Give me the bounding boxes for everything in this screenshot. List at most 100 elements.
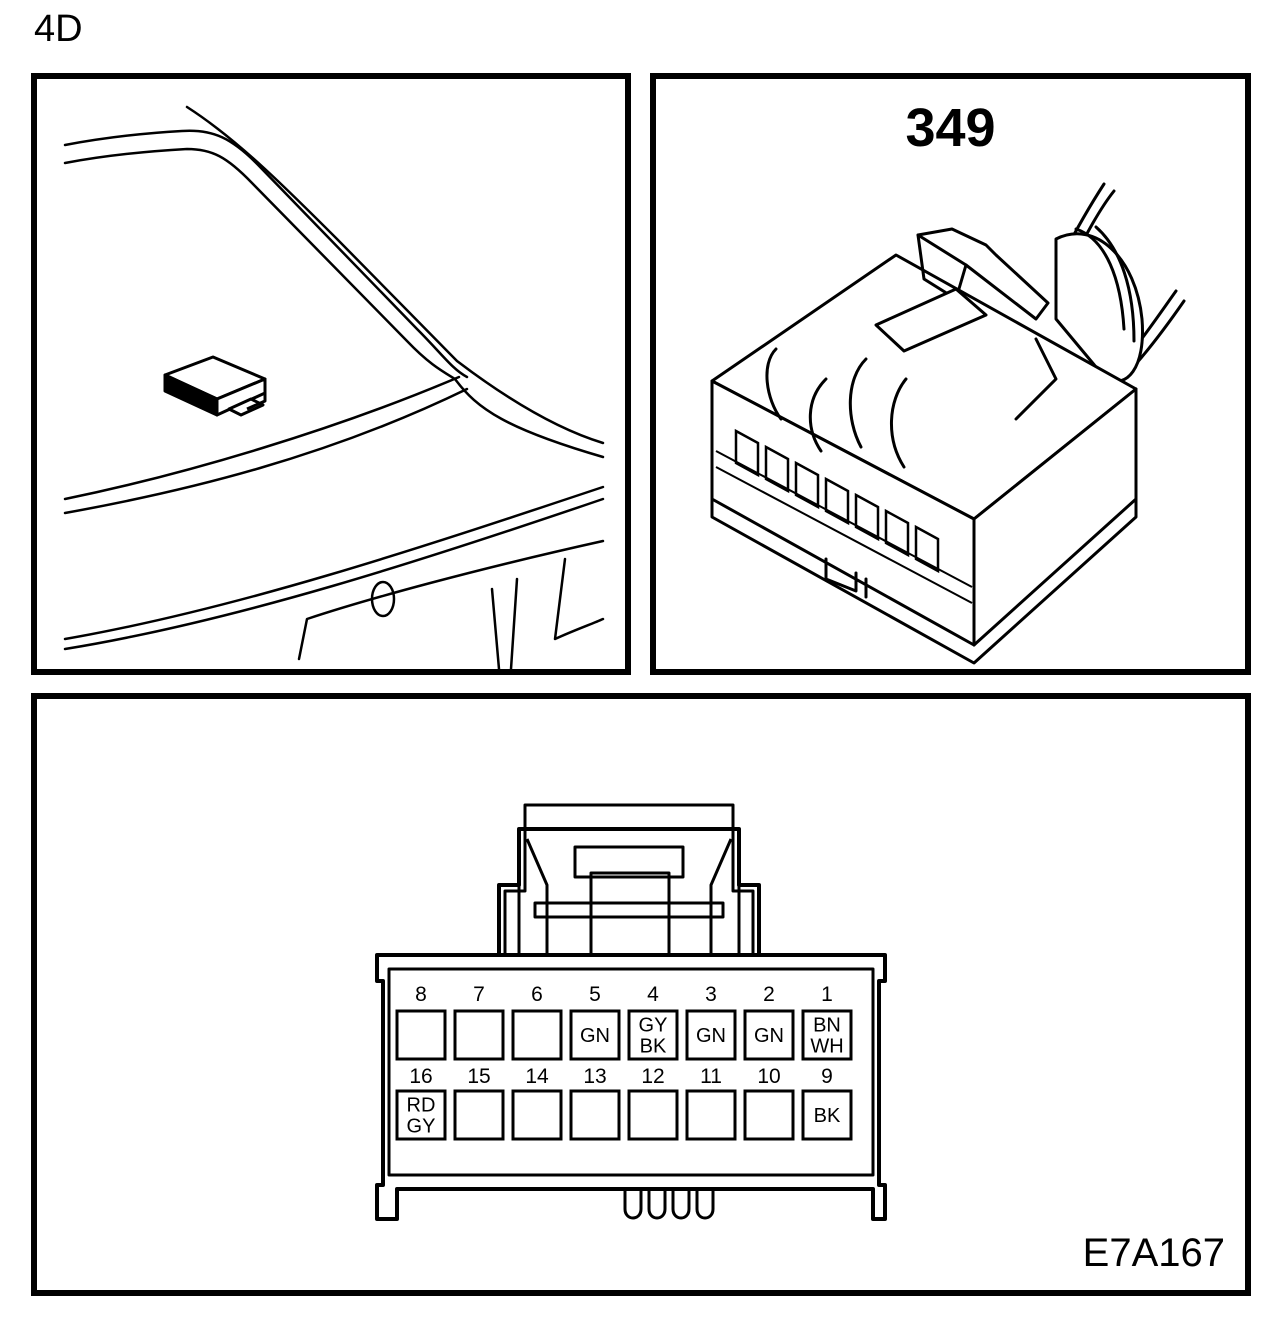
window-edge-lower [453, 377, 605, 459]
pin-cell-13: 13 [569, 1065, 621, 1141]
pin-number: 1 [821, 983, 833, 1006]
pin-number: 5 [589, 983, 601, 1006]
pin-number: 6 [531, 983, 543, 1006]
bumper-edge-2 [509, 577, 519, 669]
location-panel [31, 73, 631, 675]
pin-cavity [801, 1089, 853, 1141]
rib-1 [765, 347, 783, 421]
page-label: 4D [34, 8, 83, 50]
rib-3 [848, 357, 868, 449]
pin-cavity [743, 1009, 795, 1061]
pin-number: 7 [473, 983, 485, 1006]
connector-body-outer [375, 953, 887, 1221]
latch-inner-right [709, 838, 733, 955]
pin-cell-5: 5GN [569, 983, 621, 1061]
bottom-key-1 [623, 1189, 643, 1220]
pin-number: 11 [700, 1065, 722, 1088]
bottom-key-2 [647, 1189, 667, 1220]
bumper-edge-1 [490, 587, 501, 669]
pin-cavity [801, 1009, 853, 1061]
connector-body-inner [387, 967, 875, 1177]
trunk-line-upper [63, 485, 605, 641]
bottom-key-4 [695, 1189, 715, 1220]
pin-cell-6: 6 [511, 983, 563, 1061]
pin-cavity [685, 1009, 737, 1061]
pin-cell-14: 14 [511, 1065, 563, 1141]
pin-number: 10 [757, 1065, 780, 1088]
latch-housing-mid [503, 803, 755, 955]
rib-5 [1014, 337, 1058, 421]
pin-leg-1 [824, 557, 858, 593]
latch-crossbar [533, 901, 725, 919]
module-component [163, 355, 267, 417]
pin-cell-9: 9BK [801, 1065, 853, 1141]
latch-inner-left [525, 838, 549, 955]
pin-cell-2: 2GN [743, 983, 795, 1061]
rib-2 [808, 377, 828, 453]
connector-base [710, 497, 1138, 665]
pin-cavity [395, 1009, 447, 1061]
boot-rib-2 [1094, 225, 1136, 343]
pin-cell-3: 3GN [685, 983, 737, 1061]
wire-color: GN [696, 1025, 726, 1047]
rib-4 [890, 377, 908, 469]
pin-cavity [627, 1009, 679, 1061]
wire-color: BK [814, 1105, 841, 1127]
latch-slot [874, 287, 988, 353]
pin-number: 12 [641, 1065, 664, 1088]
pin-number: 13 [583, 1065, 606, 1088]
roof-line-inner [63, 147, 457, 381]
latch-button [573, 845, 685, 879]
connector-panel: 349 [650, 73, 1251, 675]
pin-cavity [511, 1009, 563, 1061]
pin-cavity [743, 1089, 795, 1141]
pin-number: 3 [705, 983, 717, 1006]
pin-cavity [569, 1009, 621, 1061]
connector-illustration [710, 182, 1186, 665]
pin-cell-11: 11 [685, 1065, 737, 1141]
pin-number: 14 [525, 1065, 549, 1088]
bottom-key-3 [671, 1189, 691, 1220]
latch-tongue [589, 871, 671, 957]
pin-cavity [511, 1089, 563, 1141]
shelf-line-lower [63, 387, 469, 515]
vehicle-location-illustration [63, 105, 605, 669]
connector-number: 349 [905, 98, 996, 158]
pin-number: 15 [467, 1065, 490, 1088]
roof-line-outer [63, 129, 469, 379]
pin-cavity [569, 1089, 621, 1141]
wire-color: GN [754, 1025, 784, 1047]
wire-color: GN [580, 1025, 610, 1047]
pin-number: 9 [821, 1065, 833, 1088]
trunk-line-lower [63, 497, 605, 651]
pin-cavity [685, 1089, 737, 1141]
latch-housing-outer [497, 827, 761, 955]
pin-cavity [627, 1089, 679, 1141]
figure-code: E7A167 [1082, 1231, 1225, 1275]
pin-cell-12: 12 [627, 1065, 679, 1141]
pin-number: 16 [409, 1065, 432, 1088]
pin-cell-10: 10 [743, 1065, 795, 1141]
pin-cell-15: 15 [453, 1065, 505, 1141]
pin-cavity [395, 1089, 447, 1141]
boot-rib-1 [1074, 227, 1126, 331]
window-edge [185, 105, 605, 445]
bumper-line [297, 539, 605, 661]
pin-number: 4 [647, 983, 659, 1006]
pin-cell-7: 7 [453, 983, 505, 1061]
bumper-edge-3 [553, 557, 605, 641]
latch-arm [916, 227, 1050, 321]
pin-cell-8: 8 [395, 983, 447, 1061]
pin-cavity [453, 1009, 505, 1061]
shelf-line-upper [63, 375, 461, 501]
cavity-dividers [715, 450, 973, 604]
pin-number: 8 [415, 983, 427, 1006]
